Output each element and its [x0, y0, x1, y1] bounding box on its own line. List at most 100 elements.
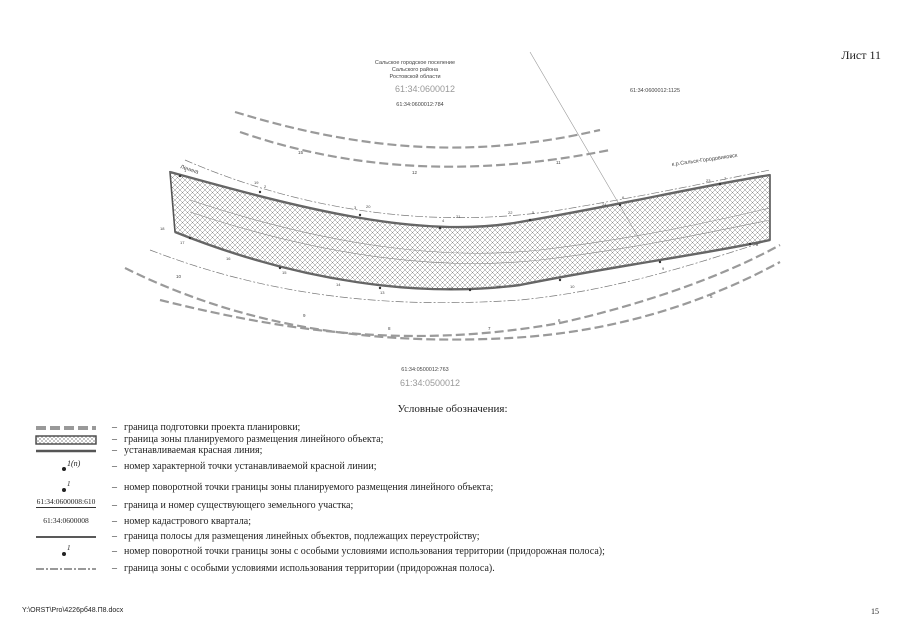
zone-point: [618, 203, 622, 207]
map-header-line3: Ростовской области: [389, 73, 440, 80]
road-point-label: 10: [176, 274, 182, 279]
legend-row-parcel: 61:34:0600008:610 – граница и номер суще…: [30, 497, 890, 519]
zone-point-label: 12: [448, 286, 453, 291]
zone-point-label: 15: [282, 270, 287, 275]
zone-point-label: 11: [496, 284, 501, 289]
zone-point: [558, 278, 562, 282]
footer-file-path: Y:\ORST\Pro\4226pб48.П8.docx: [22, 607, 124, 614]
legend-symbol-relocation-strip: [30, 530, 102, 544]
legend-symbol-red-line-point: 1(n): [30, 460, 102, 474]
road-point-label: 9: [303, 313, 306, 318]
road-point-label: 11: [556, 160, 561, 165]
zone-point: [748, 242, 752, 246]
zone-point-label: 4: [442, 218, 445, 223]
quarter-number-bottom: 61:34:0500012: [400, 378, 460, 388]
quarter-number-top: 61:34:0600012: [395, 84, 455, 94]
map-header-line1: Сальское городское поселение: [375, 60, 455, 66]
legend-title: Условные обозначения:: [397, 403, 508, 415]
legend-text: граница зоны планируемого размещения лин…: [124, 434, 384, 445]
legend-row-planning-boundary: – граница подготовки проекта планировки;: [30, 421, 890, 435]
planning-boundary-bottom-inner: [124, 261, 781, 341]
legend-symbol-zone-point: 1: [30, 481, 102, 495]
road-line-2: [189, 211, 771, 264]
zone-point-label: 21: [456, 214, 461, 219]
road-point-label: 12: [412, 170, 418, 175]
zone-point-label: 1: [184, 168, 187, 173]
svg-text:1: 1: [67, 481, 71, 488]
legend-quarter-number: 61:34:0600008: [43, 516, 89, 525]
zone-point-label: 9: [662, 266, 665, 271]
legend-text: устанавливаемая красная линия;: [124, 445, 263, 456]
zone-point: [188, 236, 192, 240]
legend-row-roadside-point: 1 – номер поворотной точки границы зоны …: [30, 545, 890, 559]
zone-point: [658, 260, 662, 264]
legend-symbol-roadside-point: 1: [30, 545, 102, 559]
street-label-left: Ленина: [179, 164, 200, 176]
legend-symbol-red-line: [30, 444, 102, 458]
zone-point-label: 18: [160, 226, 165, 231]
zone-point: [378, 286, 382, 290]
zone-point-label: 2: [264, 184, 267, 189]
legend-row-red-line-point: 1(n) – номер характерной точки устанавли…: [30, 460, 890, 474]
zone-point-label: 6: [622, 195, 625, 200]
svg-text:1(n): 1(n): [67, 460, 81, 468]
legend-text: номер характерной точки устанавливаемой …: [124, 461, 377, 472]
legend-symbol-planning-boundary: [30, 421, 102, 435]
zone-point-label: 14: [336, 282, 341, 287]
zone-point-label: 22: [508, 210, 513, 215]
parcel-number-top: 61:34:0600012:784: [396, 102, 443, 108]
road-point-label: 5: [710, 294, 713, 299]
zone-point: [438, 226, 442, 230]
footer-page-number: 15: [871, 607, 879, 616]
legend-symbol-zone-boundary: [30, 433, 102, 447]
legend-symbol-parcel: 61:34:0600008:610: [30, 497, 102, 519]
planning-boundary-top-inner: [239, 130, 611, 168]
zone-point-label: 20: [366, 204, 371, 209]
sheet-label: Лист 11: [841, 48, 881, 62]
zone-point: [178, 174, 182, 178]
legend-row-zone-point: 1 – номер поворотной точки границы зоны …: [30, 481, 890, 495]
zone-point-label: 8: [756, 242, 759, 247]
zone-point-label: 13: [380, 290, 385, 295]
planning-boundary-top-outer: [234, 110, 601, 149]
legend-row-zone-boundary: – граница зоны планируемого размещения л…: [30, 433, 890, 447]
zone-point-label: 5: [532, 210, 535, 215]
zone-point: [278, 266, 282, 270]
street-label-right: к.р.Сальск-Городовиковск: [671, 153, 738, 168]
legend-symbol-roadside-boundary: [30, 562, 102, 576]
road-point-label: 6: [558, 318, 561, 323]
zone-point-label: 19: [254, 180, 259, 185]
roadside-zone-top: [184, 159, 771, 219]
legend-text: граница подготовки проекта планировки;: [124, 422, 301, 433]
legend-parcel-number: 61:34:0600008:610: [36, 497, 96, 506]
legend-row-quarter: 61:34:0600008 – номер кадастрового кварт…: [30, 515, 890, 529]
legend-text: граница полосы для размещения линейных о…: [124, 531, 480, 542]
planning-drawing: Сальское городское поселение Сальского р…: [124, 51, 781, 388]
legend-text: номер поворотной точки границы зоны с ос…: [124, 546, 605, 557]
parcel-number-bottom: 61:34:0500012:763: [401, 367, 448, 373]
road-point-label: 15: [298, 150, 304, 155]
zone-point: [528, 218, 532, 222]
legend-text: граница и номер существующего земельного…: [124, 500, 354, 511]
zone-point: [718, 182, 722, 186]
parcel-number-right-top: 61:34:0600012:1125: [630, 88, 680, 94]
legend-row-red-line: – устанавливаемая красная линия;: [30, 444, 890, 458]
map-header-line2: Сальского района: [392, 66, 439, 73]
zone-point: [258, 190, 262, 194]
zone-point-label: 17: [180, 240, 185, 245]
svg-text:1: 1: [67, 545, 71, 552]
legend-symbol-quarter: 61:34:0600008: [30, 515, 102, 529]
zone-point-label: 3: [354, 205, 357, 210]
red-line-bottom: [174, 230, 771, 291]
legend-row-roadside-boundary: – граница зоны с особыми условиями испол…: [30, 562, 890, 576]
roadside-zone-bottom: [149, 239, 771, 304]
zone-point: [468, 288, 472, 292]
zone-point-label: 23: [706, 178, 711, 183]
zone-point: [358, 213, 362, 217]
zone-point-label: 16: [226, 256, 231, 261]
road-line-1: [189, 199, 771, 254]
road-point-label: 8: [388, 326, 391, 331]
zone-point-label: 24: [602, 202, 607, 207]
road-point-label: 7: [488, 326, 491, 331]
legend-text: номер поворотной точки границы зоны план…: [124, 482, 494, 493]
